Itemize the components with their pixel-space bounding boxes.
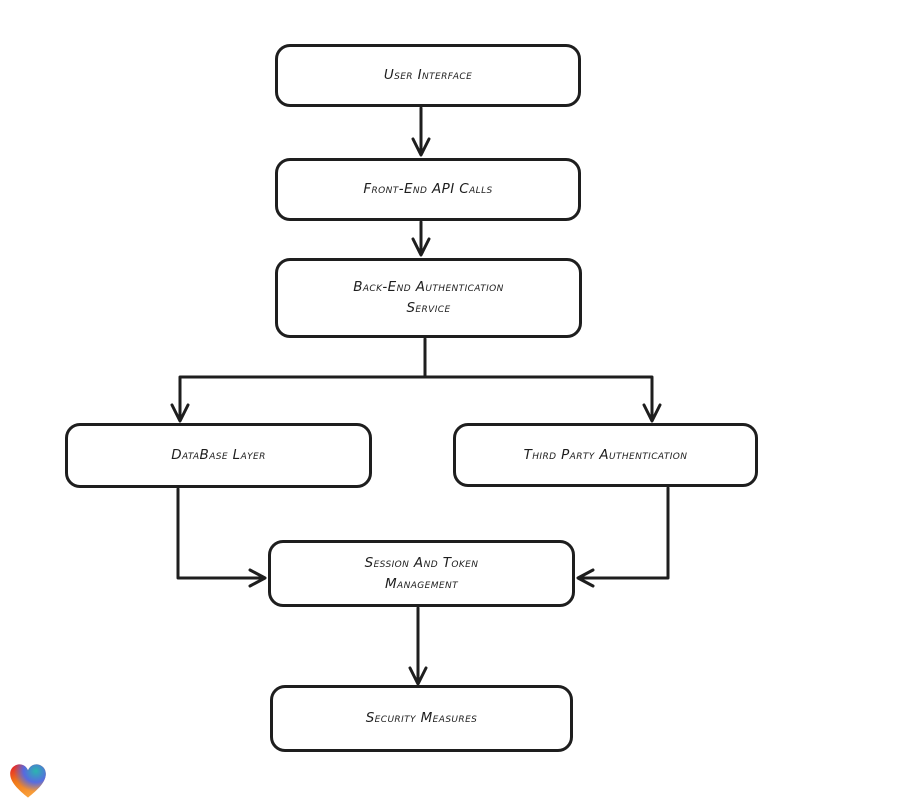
node-security-measures[interactable]: Security Measures — [270, 685, 573, 752]
node-user-interface[interactable]: User Interface — [275, 44, 581, 107]
edge-database-layer-to-session-and-token-management[interactable] — [176, 487, 267, 588]
node-database-layer-label: DataBase Layer — [171, 447, 266, 464]
node-third-party-authentication-label: Third Party Authentication — [523, 446, 688, 463]
node-user-interface-label: User Interface — [383, 67, 473, 84]
heart-logo[interactable] — [9, 761, 47, 801]
node-session-and-token-management-label: Session And Token Management — [364, 554, 479, 592]
edge-session-and-token-management-to-security-measures[interactable] — [408, 606, 428, 686]
heart-icon — [10, 764, 46, 798]
edge-front-end-api-calls-to-back-end-authentication-service[interactable] — [411, 220, 431, 257]
node-back-end-authentication-service-label: Back-End Authentication Service — [353, 279, 504, 316]
edge-back-end-authentication-service-to-database-layer[interactable] — [170, 337, 427, 423]
node-session-and-token-management[interactable]: Session And Token Management — [268, 540, 575, 607]
node-front-end-api-calls-label: Front-End API Calls — [363, 181, 493, 198]
edge-user-interface-to-front-end-api-calls[interactable] — [411, 106, 431, 157]
node-back-end-authentication-service[interactable]: Back-End Authentication Service — [275, 258, 582, 338]
node-security-measures-label: Security Measures — [365, 710, 478, 727]
edge-third-party-authentication-to-session-and-token-management[interactable] — [576, 486, 670, 588]
edge-back-end-authentication-service-to-third-party-authentication[interactable] — [423, 375, 662, 423]
node-third-party-authentication[interactable]: Third Party Authentication — [453, 423, 758, 487]
node-front-end-api-calls[interactable]: Front-End API Calls — [275, 158, 581, 221]
node-database-layer[interactable]: DataBase Layer — [65, 423, 372, 488]
